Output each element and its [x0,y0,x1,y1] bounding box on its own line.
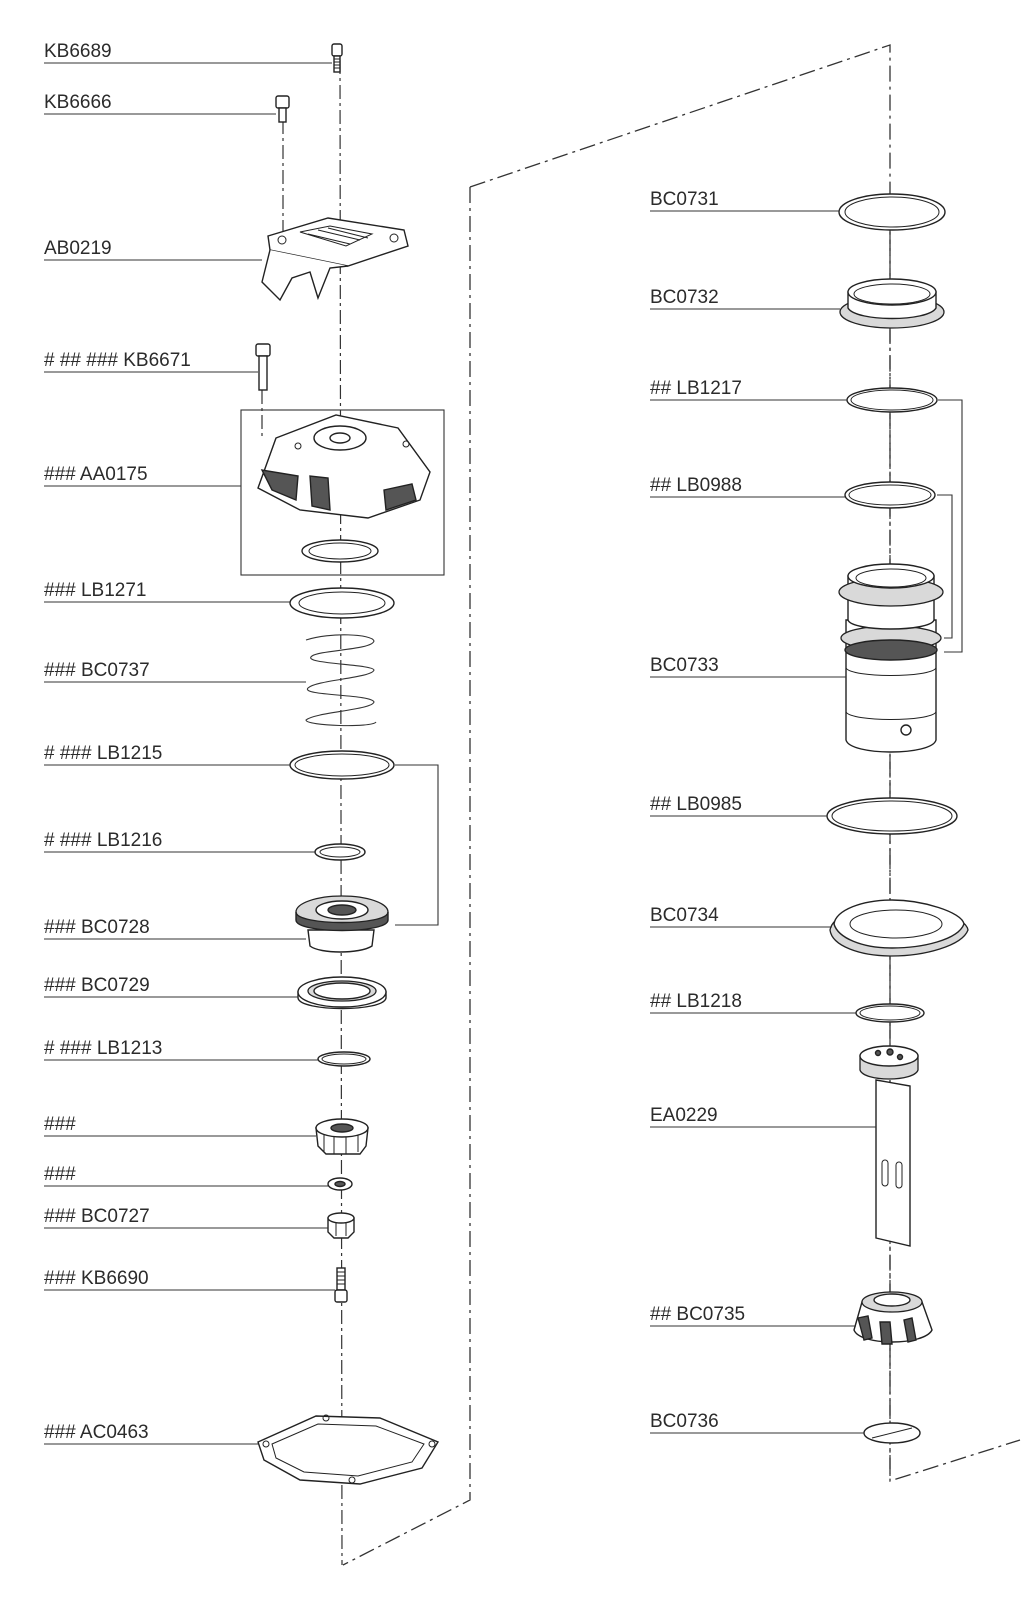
label-lb0988: ## LB0988 [650,475,742,496]
label-lb0985: ## LB0985 [650,794,742,815]
label-kb6666: KB6666 [44,92,112,113]
bc0732-seat [839,278,945,329]
lb1213-ring [317,1051,371,1067]
lb1217-ring [846,387,938,413]
label-lb1271: ### LB1271 [44,580,147,601]
label-lb1216: # ### LB1216 [44,830,162,851]
bc0733-cartridge [838,563,944,753]
bc0737-spring [305,634,377,727]
bc0729-seat [297,976,387,1010]
bc0735-knob [853,1291,933,1345]
lb0985-ring [826,797,958,835]
kb6690-screw [334,1267,348,1303]
label-ea0229: EA0229 [650,1105,718,1126]
left-callouts: KB6689 KB6666 AB0219 # ## ### KB6671 ###… [44,41,335,1445]
lb0988-ring [844,481,936,509]
label-bc0731: BC0731 [650,189,719,210]
label-bc0733: BC0733 [650,655,719,676]
kb6666-screw [275,95,290,123]
aa0175-oring [301,539,379,563]
label-bc0729: ### BC0729 [44,975,150,996]
bc0731-ring [838,193,946,231]
aa0175-kit-frame [240,409,445,576]
label-ac0463: ### AC0463 [44,1422,149,1443]
bc0727-nut [327,1212,355,1239]
ac0463-gasket [257,1414,440,1485]
label-lb1218: ## LB1218 [650,991,742,1012]
ab0219-cover [261,217,409,302]
label-kb6689: KB6689 [44,41,112,62]
lock-nut [315,1118,369,1155]
label-lb1215: # ### LB1215 [44,743,162,764]
label-kb6671: # ## ### KB6671 [44,350,191,371]
lb1216-ring [314,843,366,861]
label-bc0734: BC0734 [650,905,719,926]
bc0734-seat [829,899,969,957]
small-washer [327,1177,353,1191]
kb6689-screw [331,43,343,73]
bc0728-seat [295,895,389,953]
label-bc0732: BC0732 [650,287,719,308]
left-assembly-axis [339,59,343,1566]
label-aa0175: ### AA0175 [44,464,148,485]
label-bc0736: BC0736 [650,1411,719,1432]
kb6671-screw [255,343,271,391]
label-kb6690: ### KB6690 [44,1268,149,1289]
label-lb1213: # ### LB1213 [44,1038,162,1059]
ea0229-float [859,1045,919,1247]
aa0175-housing [257,414,431,519]
label-bc0735: ## BC0735 [650,1304,745,1325]
label-bc0727: ### BC0727 [44,1206,150,1227]
label-small-washer: ### [44,1164,76,1185]
lb1218-ring [855,1003,925,1023]
right-callouts: BC0731 BC0732 ## LB1217 ## LB0988 BC0733… [650,189,876,1434]
label-lock-nut: ### [44,1114,76,1135]
lb1215-ring [289,750,395,780]
label-bc0737: ### BC0737 [44,660,150,681]
lb1215-bc0728-bracket [395,764,439,926]
label-lb1217: ## LB1217 [650,378,742,399]
bc0736-disk [863,1422,921,1444]
lb1271-ring [289,587,395,619]
label-ab0219: AB0219 [44,238,112,259]
lb1217-lb0988-bracket [937,399,963,653]
label-bc0728: ### BC0728 [44,917,150,938]
